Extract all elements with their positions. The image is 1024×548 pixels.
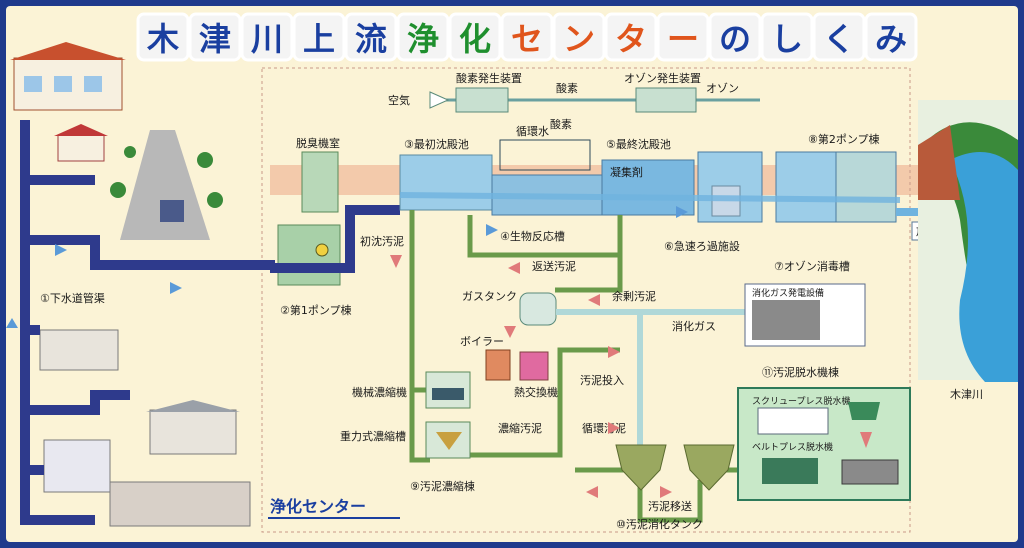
deodor-room (301, 151, 339, 213)
title: 木津川上流浄化センターのしくみ (136, 12, 918, 62)
dewater-label: ⑪汚泥脱水機棟 (762, 365, 839, 379)
sludge-in-label: 汚泥投入 (580, 373, 624, 387)
filter-label: ⑥急速ろ過施設 (664, 239, 740, 253)
title-char: 化 (459, 20, 491, 58)
title-tile (500, 12, 554, 62)
grav-thick-label: 重力式濃縮槽 (340, 429, 406, 443)
title-char: 浄 (407, 20, 439, 58)
river-label: 木津川 (950, 388, 983, 401)
pump2-label: ⑧第2ポンプ棟 (808, 132, 880, 146)
title-char: し (771, 20, 803, 58)
title-tile (864, 12, 918, 62)
primary-clarifier (399, 154, 493, 211)
o2-gen-label: 酸素発生装置 (456, 71, 522, 85)
title-char: 津 (199, 20, 231, 58)
digestion-tank-2 (683, 444, 735, 491)
center-frame (261, 67, 911, 533)
air-label: 空気 (388, 93, 410, 107)
title-char: ー (667, 20, 699, 58)
o2-label: 酸素 (556, 81, 578, 95)
title-char: の (719, 20, 751, 58)
primary-label: ③最初沈殿池 (404, 137, 469, 151)
title-char: タ (615, 20, 647, 58)
title-tile (552, 12, 606, 62)
title-char: セ (511, 20, 543, 58)
belt-press-label: ベルトプレス脱水機 (752, 441, 833, 453)
title-tile (396, 12, 450, 62)
pump1-icon (315, 243, 329, 257)
gas-power-label: 消化ガス発電設備 (752, 287, 824, 299)
center-label: 浄化センター (270, 497, 366, 516)
heat-ex-label: 熱交換機 (514, 385, 558, 399)
circ-sludge-label: 循環汚泥 (582, 422, 626, 435)
primary-sludge-label: 初沈汚泥 (360, 234, 404, 248)
digestion-tank-1 (615, 444, 667, 491)
excess-sludge-label: 余剰汚泥 (612, 289, 656, 303)
mech-thick-label: 機械濃縮機 (352, 385, 407, 399)
title-tile (604, 12, 658, 62)
title-char: 川 (251, 20, 283, 58)
boiler (485, 349, 511, 381)
circ-water-label: 循環水 (516, 125, 549, 138)
title-tile (708, 12, 762, 62)
deodor-label: 脱臭機室 (296, 136, 340, 150)
title-tile (760, 12, 814, 62)
pump2-building (835, 151, 897, 223)
flow-arrows (390, 255, 872, 498)
river-area (918, 100, 1018, 382)
coagulant-label: 凝集剤 (610, 165, 643, 179)
o2b-label: 酸素 (550, 117, 572, 131)
title-char: ン (563, 20, 595, 58)
pump1-label: ②第1ポンプ棟 (280, 303, 352, 317)
title-tile (656, 12, 710, 62)
digestion-label: ⑩汚泥消化タンク (616, 517, 703, 531)
title-tile (448, 12, 502, 62)
boiler-label: ボイラー (460, 335, 504, 348)
ozone-label: オゾン (706, 82, 739, 95)
title-tile (240, 12, 294, 62)
ozone-disinfect-label: ⑦オゾン消毒槽 (774, 259, 850, 273)
gas-lines (429, 87, 760, 113)
title-char: 上 (303, 20, 335, 58)
return-sludge-label: 返送汚泥 (532, 259, 576, 273)
final-label: ⑤最終沈殿池 (606, 137, 671, 151)
title-tile (136, 12, 190, 62)
heat-exchanger (519, 351, 549, 381)
title-tile (812, 12, 866, 62)
ozone-disinfect-tank (775, 151, 837, 223)
thickening-label: ⑨汚泥濃縮棟 (410, 479, 475, 493)
truck (841, 459, 899, 485)
title-char: 木 (146, 20, 179, 58)
title-tile (344, 12, 398, 62)
digest-gas-label: 消化ガス (672, 319, 716, 333)
town-area (10, 42, 251, 527)
pump1-building (277, 224, 341, 286)
sewer-pipes (20, 120, 275, 525)
ozone-gen-label: オゾン発生装置 (624, 71, 701, 85)
sludge-move-label: 汚泥移送 (648, 499, 692, 513)
bio-label: ④生物反応槽 (500, 229, 565, 243)
gas-tank (519, 292, 557, 326)
sewer-label: ①下水道管渠 (40, 291, 105, 305)
gas-tank-label: ガスタンク (462, 290, 517, 303)
screw-press-label: スクリュープレス脱水機 (752, 395, 850, 407)
conc-sludge-label: 濃縮汚泥 (498, 421, 542, 435)
title-char: 流 (355, 20, 387, 58)
sewer-flow-arrows (6, 206, 688, 328)
title-tile (292, 12, 346, 62)
final-clarifier (601, 159, 695, 216)
title-char: み (875, 20, 907, 58)
title-tile (188, 12, 242, 62)
title-char: く (823, 20, 855, 58)
